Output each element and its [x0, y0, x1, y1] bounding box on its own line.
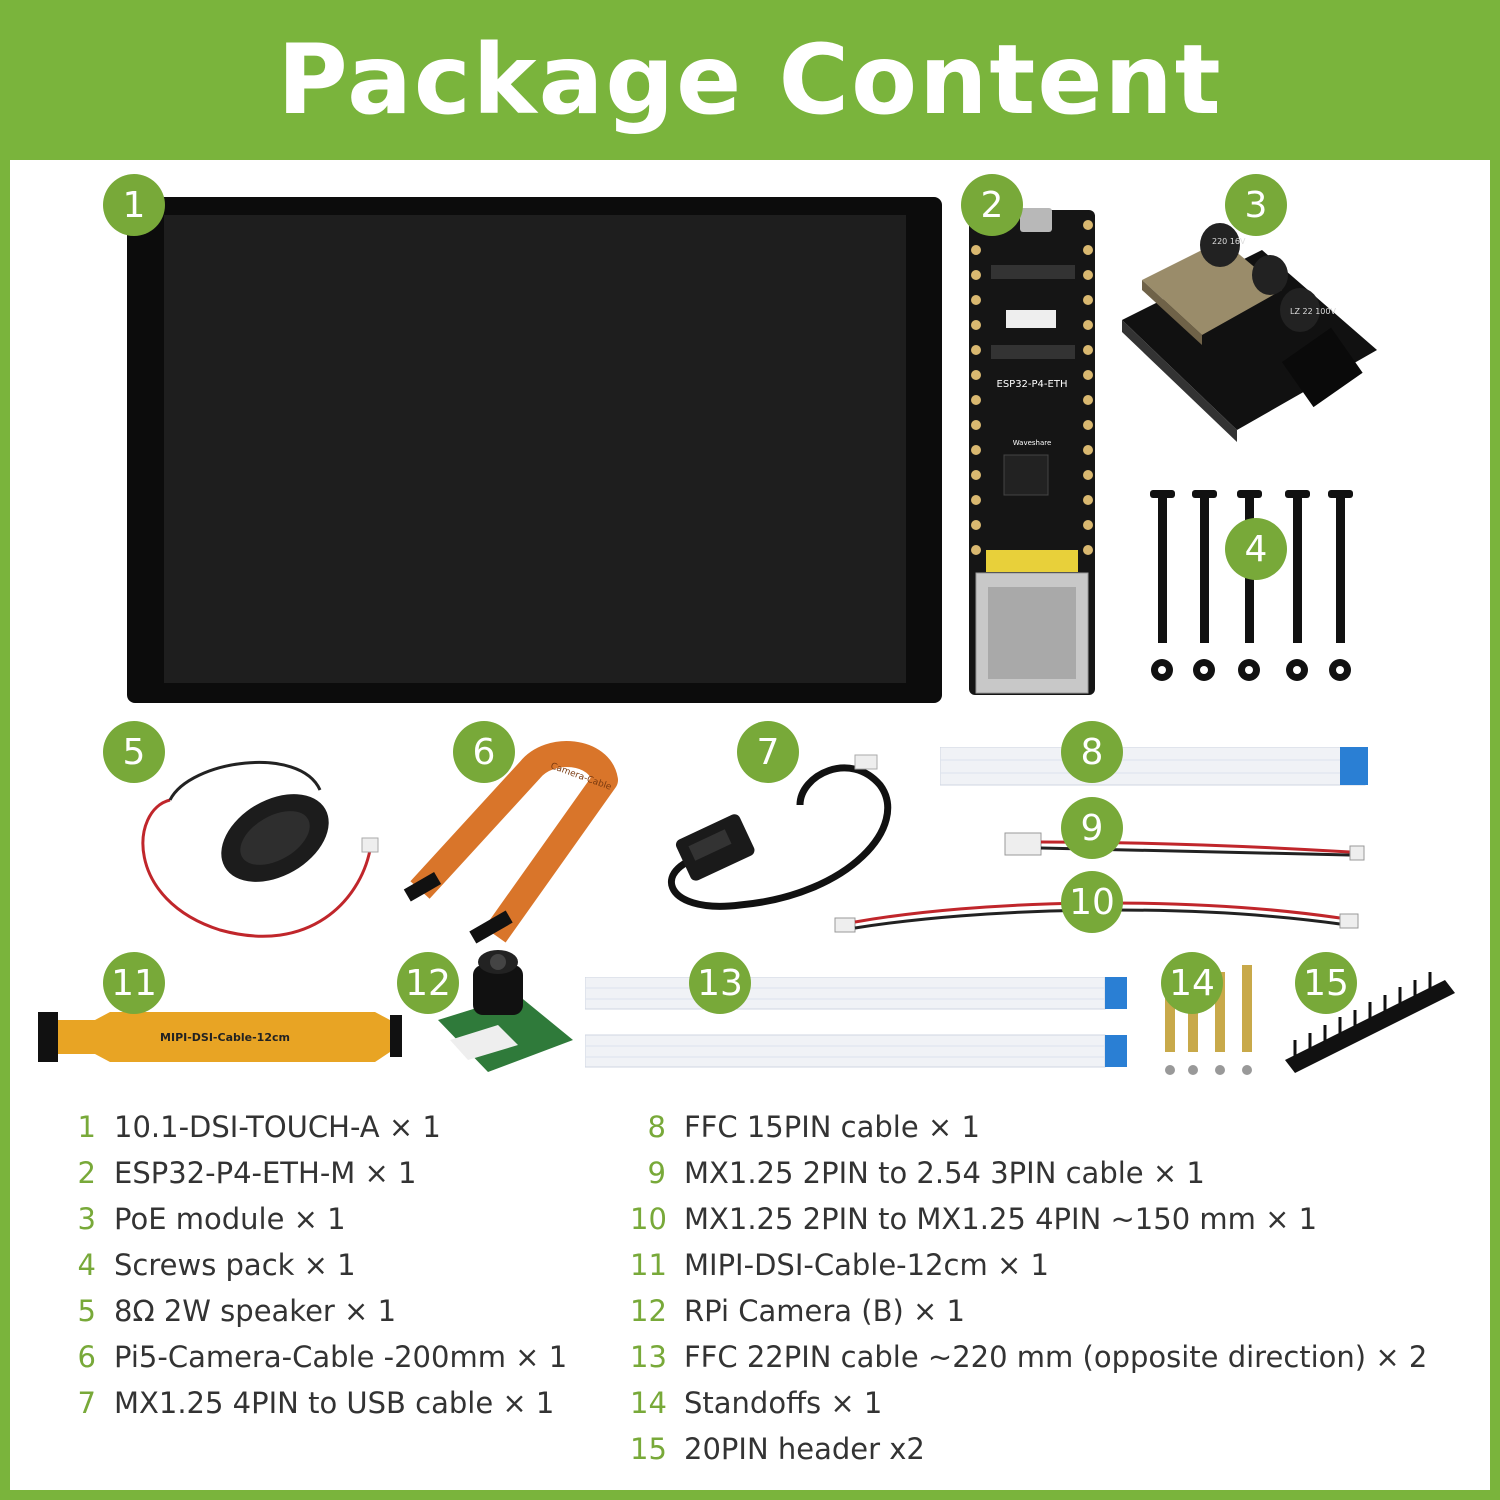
list-item: 2 ESP32-P4-ETH-M × 1 — [68, 1150, 567, 1196]
item-text: FFC 22PIN cable ~220 mm (opposite direct… — [684, 1340, 1428, 1374]
list-item: 10 MX1.25 2PIN to MX1.25 4PIN ~150 mm × 1 — [630, 1196, 1427, 1242]
badge-14: 14 — [1161, 952, 1223, 1014]
badge-10: 10 — [1061, 871, 1123, 933]
rpi-camera-image — [438, 950, 573, 1072]
capacitor-2-label: LZ 22 100V — [1290, 307, 1336, 316]
item-text: FFC 15PIN cable × 1 — [684, 1110, 980, 1144]
mx125-2pin-to-254-3pin-cable-image — [1004, 832, 1365, 861]
board-brand-label: Waveshare — [1013, 439, 1052, 447]
mipi-cable-label: MIPI-DSI-Cable-12cm — [160, 1031, 290, 1044]
item-number: 9 — [647, 1156, 666, 1190]
list-item: 15 20PIN header x2 — [630, 1426, 1427, 1472]
item-number: 5 — [77, 1294, 96, 1328]
page-title: Package Content — [277, 24, 1223, 136]
list-item: 14 Standoffs × 1 — [630, 1380, 1427, 1426]
list-item: 9 MX1.25 2PIN to 2.54 3PIN cable × 1 — [630, 1150, 1427, 1196]
esp32-board-image: ESP32-P4-ETH Waveshare — [969, 208, 1095, 695]
list-item: 1 10.1-DSI-TOUCH-A × 1 — [68, 1104, 567, 1150]
poe-module-image: 220 16V LZ 22 100V — [1122, 223, 1377, 442]
board-name-label: ESP32-P4-ETH — [997, 379, 1068, 390]
item-text: MX1.25 2PIN to 2.54 3PIN cable × 1 — [684, 1156, 1205, 1190]
pi5-camera-cable-image: Camera-Cable — [403, 741, 618, 944]
item-number: 12 — [630, 1294, 667, 1328]
header-banner: Package Content — [0, 0, 1500, 160]
item-number: 2 — [77, 1156, 96, 1190]
list-item: 3 PoE module × 1 — [68, 1196, 567, 1242]
badge-8: 8 — [1061, 721, 1123, 783]
ffc-15pin-cable-image — [940, 747, 1368, 786]
items-list-right: 8 FFC 15PIN cable × 1 9 MX1.25 2PIN to 2.5… — [630, 1104, 1427, 1472]
display-screen — [164, 215, 906, 683]
badge-2: 2 — [961, 174, 1023, 236]
item-text: MIPI-DSI-Cable-12cm × 1 — [684, 1248, 1049, 1282]
badge-12: 12 — [397, 952, 459, 1014]
badge-7: 7 — [737, 721, 799, 783]
item-number: 4 — [77, 1248, 96, 1282]
item-text: RPi Camera (B) × 1 — [684, 1294, 966, 1328]
item-text: 10.1-DSI-TOUCH-A × 1 — [114, 1110, 441, 1144]
badge-9: 9 — [1061, 797, 1123, 859]
item-text: Standoffs × 1 — [684, 1386, 883, 1420]
item-number: 8 — [647, 1110, 666, 1144]
badge-15: 15 — [1295, 952, 1357, 1014]
list-item: 8 FFC 15PIN cable × 1 — [630, 1104, 1427, 1150]
touch-display-image — [127, 197, 942, 703]
item-number: 3 — [77, 1202, 96, 1236]
item-text: MX1.25 4PIN to USB cable × 1 — [114, 1386, 555, 1420]
ffc-22pin-cables-image — [585, 977, 1127, 1068]
standoffs-image — [1165, 965, 1252, 1075]
item-number: 14 — [630, 1386, 667, 1420]
items-list-left: 1 10.1-DSI-TOUCH-A × 1 2 ESP32-P4-ETH-M × … — [68, 1104, 568, 1426]
item-text: 20PIN header x2 — [684, 1432, 925, 1466]
item-number: 11 — [630, 1248, 667, 1282]
item-text: Pi5-Camera-Cable -200mm × 1 — [114, 1340, 568, 1374]
list-item: 12 RPi Camera (B) × 1 — [630, 1288, 1427, 1334]
badge-5: 5 — [103, 721, 165, 783]
badge-4: 4 — [1225, 518, 1287, 580]
item-text: PoE module × 1 — [114, 1202, 346, 1236]
item-number: 7 — [77, 1386, 96, 1420]
badge-11: 11 — [103, 952, 165, 1014]
pin-header-image — [1285, 972, 1455, 1073]
list-item: 4 Screws pack × 1 — [68, 1242, 567, 1288]
list-item: 5 8Ω 2W speaker × 1 — [68, 1288, 567, 1334]
list-item: 11 MIPI-DSI-Cable-12cm × 1 — [630, 1242, 1427, 1288]
item-text: Screws pack × 1 — [114, 1248, 356, 1282]
speaker-image — [141, 761, 379, 938]
item-text: MX1.25 2PIN to MX1.25 4PIN ~150 mm × 1 — [684, 1202, 1318, 1236]
item-text: ESP32-P4-ETH-M × 1 — [114, 1156, 417, 1190]
mipi-dsi-cable-image: MIPI-DSI-Cable-12cm — [38, 1012, 402, 1062]
item-number: 6 — [77, 1340, 96, 1374]
capacitor-1-label: 220 16V — [1212, 237, 1246, 246]
usb-cable-image — [667, 754, 892, 910]
item-number: 10 — [630, 1202, 667, 1236]
badge-6: 6 — [453, 721, 515, 783]
badge-3: 3 — [1225, 174, 1287, 236]
badge-13: 13 — [689, 952, 751, 1014]
list-item: 6 Pi5-Camera-Cable -200mm × 1 — [68, 1334, 568, 1380]
item-number: 15 — [630, 1432, 667, 1466]
list-item: 7 MX1.25 4PIN to USB cable × 1 — [68, 1380, 567, 1426]
item-number: 1 — [77, 1110, 96, 1144]
badge-1: 1 — [103, 174, 165, 236]
item-text: 8Ω 2W speaker × 1 — [114, 1294, 397, 1328]
list-item: 13 FFC 22PIN cable ~220 mm (opposite dire… — [630, 1334, 1427, 1380]
item-number: 13 — [630, 1340, 667, 1374]
